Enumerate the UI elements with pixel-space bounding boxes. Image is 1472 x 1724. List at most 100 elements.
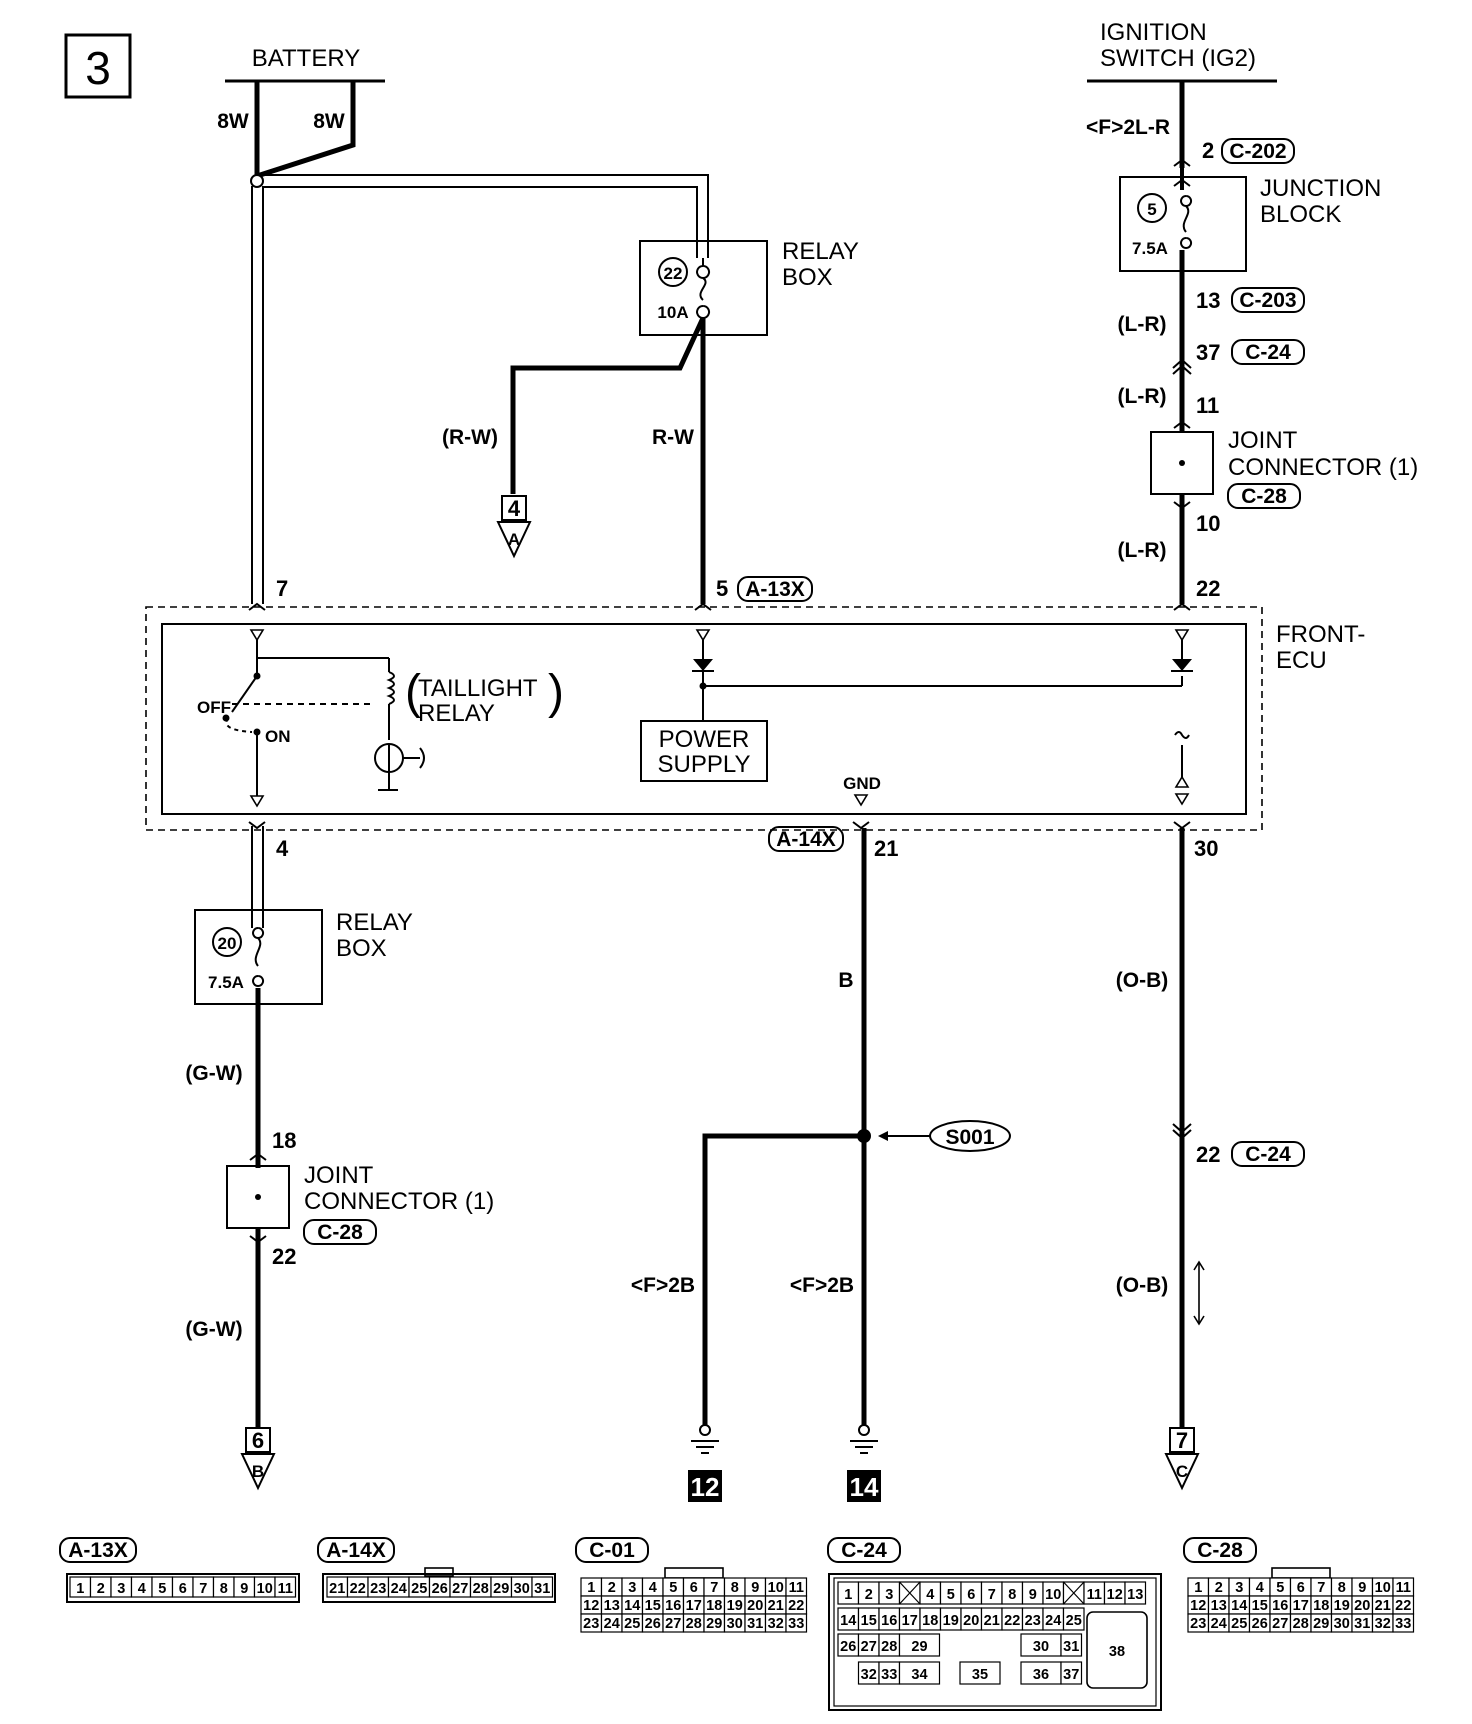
view-c24-pin-number: 28: [881, 1639, 897, 1655]
front-ecu-label-1: FRONT-: [1276, 621, 1365, 648]
view-c28-pin-number: 2: [1215, 1580, 1223, 1596]
view-c01-pin-number: 26: [645, 1616, 661, 1632]
view-c01-pin-number: 16: [665, 1598, 681, 1614]
view-c24-pin-number: 36: [1033, 1667, 1049, 1683]
pin-30: 30: [1194, 836, 1218, 861]
ecu-top-pin-marks: [248, 602, 1191, 611]
relay-box-top-label-1: RELAY: [782, 238, 859, 265]
view-c24-big-number: 38: [1109, 1644, 1125, 1660]
view-c24-pin-number: 26: [840, 1639, 856, 1655]
pin-22-jc: 22: [272, 1244, 296, 1269]
view-c24-pin-number: 7: [988, 1587, 996, 1603]
view-a14x-pin-number: 24: [391, 1581, 407, 1597]
view-c01-pin-number: 20: [747, 1598, 763, 1614]
jc-top-pin-mark: [1173, 420, 1191, 429]
view-c28-pin-number: 23: [1190, 1616, 1206, 1632]
jc-left-label-2: CONNECTOR (1): [304, 1188, 494, 1215]
view-c24-pin-number: 6: [967, 1587, 975, 1603]
ground-symbol-12: [691, 1424, 719, 1454]
view-c28-tag: [1183, 1537, 1257, 1563]
conn-a14x-tag: [768, 826, 844, 852]
offpage-6-number: 6: [252, 1428, 264, 1453]
conn-c203-tag: [1231, 287, 1305, 313]
wire-label-8w-left: 8W: [217, 110, 249, 133]
view-c28-pin-number: 32: [1375, 1616, 1391, 1632]
view-c01-pin-number: 21: [768, 1598, 784, 1614]
fuse-20-rating: 7.5A: [208, 973, 244, 992]
jc-right-label-1: JOINT: [1228, 427, 1298, 454]
relay-box-bottom-label-2: BOX: [336, 935, 387, 962]
conn-c202: C-202: [1229, 140, 1286, 163]
view-a13x-pin-number: 3: [117, 1581, 125, 1597]
wire-rw-branch: [510, 316, 706, 494]
view-c24-pin-number: 22: [1004, 1613, 1020, 1629]
view-c24-cell: [1060, 1633, 1083, 1657]
view-c24-blank-mark: [899, 1581, 921, 1605]
view-a13x-housing: [66, 1573, 300, 1603]
power-supply-label-1: POWER: [659, 726, 750, 753]
view-c28-pin-number: 29: [1313, 1616, 1329, 1632]
taillight-label-1: TAILLIGHT: [418, 675, 538, 702]
view-c01-pin-number: 27: [665, 1616, 681, 1632]
fuse-5-badge: [1137, 193, 1167, 223]
c24-connector-mark-a: [1172, 358, 1192, 375]
wire-label-b: B: [838, 969, 853, 992]
view-c01-pin-number: 19: [727, 1598, 743, 1614]
wire-ecu-to-relay-bottom: [251, 826, 264, 928]
pin-18: 18: [272, 1128, 296, 1153]
view-c01-pin-number: 1: [587, 1580, 595, 1596]
offpage-b-arrow: [240, 1453, 276, 1491]
view-c01-pin-number: 25: [624, 1616, 640, 1632]
pin-5: 5: [716, 576, 728, 601]
wire-8w-to-relay: [263, 174, 709, 258]
wire-label-lr-3: (L-R): [1118, 539, 1167, 562]
wire-label-f2b-right: <F>2B: [790, 1274, 854, 1297]
view-c28-pin-number: 9: [1358, 1580, 1366, 1596]
view-c24-pin-number: 31: [1063, 1639, 1079, 1655]
view-a14x-pin-number: 31: [534, 1581, 550, 1597]
view-c01-pin-number: 23: [583, 1616, 599, 1632]
view-c24-pin-number: 33: [881, 1667, 897, 1683]
view-a14x-pin-number: 25: [411, 1581, 427, 1597]
conn-a14x: A-14X: [776, 828, 836, 851]
wire-label-rw-branch: (R-W): [442, 426, 498, 449]
view-c24-pin-number: 20: [963, 1613, 979, 1629]
wire-label-lr-1: (L-R): [1118, 313, 1167, 336]
fuse-5-number: 5: [1147, 200, 1156, 219]
view-c24-cell: [959, 1661, 1001, 1685]
view-a13x-pin-number: 2: [97, 1581, 105, 1597]
junction-block-label-1: JUNCTION: [1260, 175, 1381, 202]
conn-a13x-tag: [737, 576, 813, 602]
ignition-label-1: IGNITION: [1100, 19, 1207, 46]
switch-contact-on: [253, 728, 261, 736]
view-c24-pin-number: 8: [1008, 1587, 1016, 1603]
fuse-20-number: 20: [218, 934, 237, 953]
wire-8w-to-ecu: [251, 186, 264, 604]
view-c01-pin-number: 17: [686, 1598, 702, 1614]
view-c24-pin-number: 29: [911, 1639, 927, 1655]
front-ecu-inner: [161, 623, 1247, 815]
view-c01-pin-number: 7: [710, 1580, 718, 1596]
view-c28-pin-number: 27: [1272, 1616, 1288, 1632]
diode-1: [693, 659, 713, 671]
jc-left-bottom-mark: [249, 1235, 267, 1244]
view-c24-pin-number: 19: [943, 1613, 959, 1629]
view-c28-pin-number: 4: [1256, 1580, 1264, 1596]
view-a13x-pin-number: 9: [240, 1581, 248, 1597]
jc-left-top-mark: [249, 1152, 267, 1161]
view-c01-pin-number: 5: [669, 1580, 677, 1596]
view-a14x-pin-number: 30: [514, 1581, 530, 1597]
pin-22-ecu: 22: [1196, 576, 1220, 601]
view-c24-pin-number: 23: [1025, 1613, 1041, 1629]
fuse-22-number: 22: [664, 264, 683, 283]
gnd-label: GND: [843, 774, 881, 793]
offpage-a-letter: A: [508, 530, 520, 549]
joint-connector-right-dot: [1179, 460, 1185, 466]
view-c01-pin-number: 31: [747, 1616, 763, 1632]
view-a14x-pin-number: 27: [452, 1581, 468, 1597]
view-c24-pin-number: 16: [881, 1613, 897, 1629]
offpage-4-number: 4: [508, 496, 521, 521]
view-c24-pin-number: 4: [926, 1587, 934, 1603]
view-c24-pin-number: 13: [1127, 1587, 1143, 1603]
